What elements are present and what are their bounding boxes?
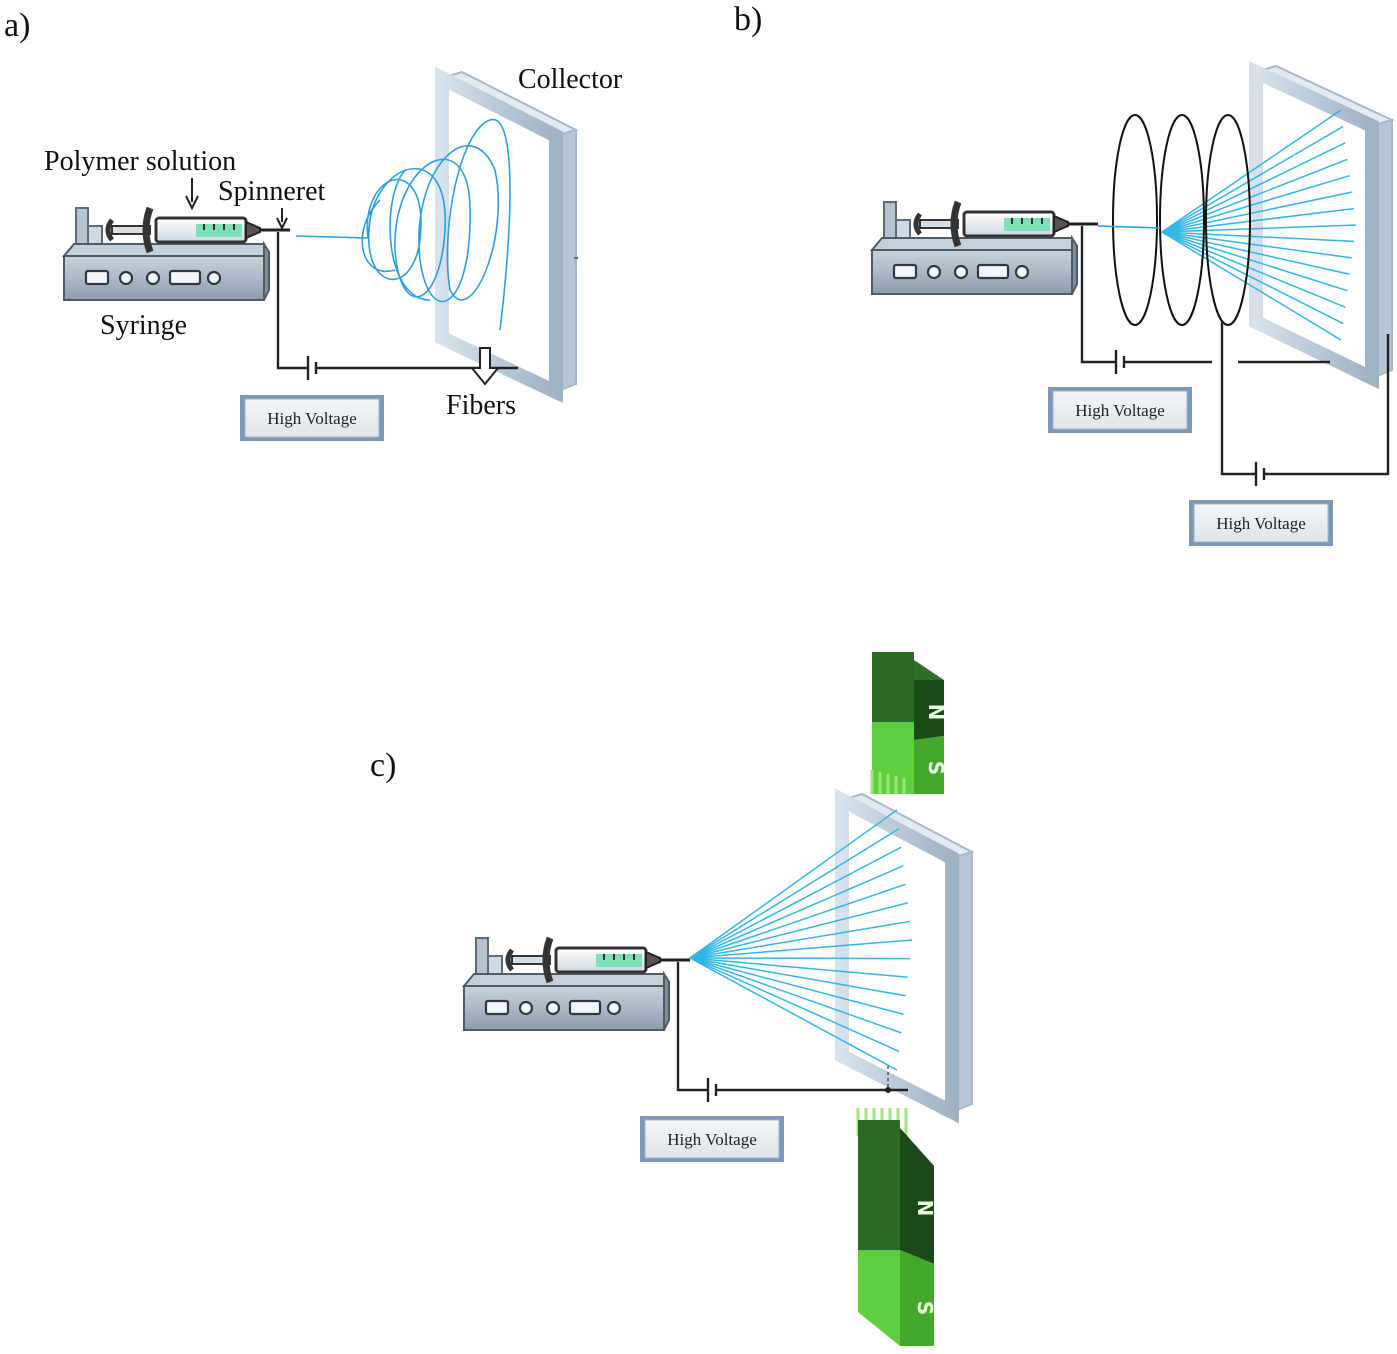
panel-c: c) N S xyxy=(370,652,975,1346)
circuit-wire xyxy=(676,962,908,1102)
magnet-icon: N S xyxy=(870,652,948,794)
hv-box: High Voltage xyxy=(1047,386,1193,434)
fiber-line xyxy=(1161,142,1346,233)
panel-a-label: a) xyxy=(4,7,30,44)
hv-box: High Voltage xyxy=(639,1115,785,1163)
fiber-line xyxy=(1161,224,1357,233)
hv-box: High Voltage xyxy=(1188,499,1334,547)
hv-label: High Voltage xyxy=(267,409,357,428)
fiber-line xyxy=(689,865,904,959)
fiber-line xyxy=(689,827,900,959)
fiber-line xyxy=(1161,231,1348,292)
magnet-top-north-label: N xyxy=(924,704,948,721)
magnet-bottom-south-label: S xyxy=(913,1301,937,1315)
fiber-line xyxy=(1161,231,1350,276)
fiber-coil xyxy=(295,119,511,331)
down-arrow-icon xyxy=(185,178,199,211)
syringe-label: Syringe xyxy=(100,310,187,341)
fiber-line xyxy=(689,920,910,959)
fiber-line xyxy=(689,846,902,959)
fiber-line xyxy=(1161,174,1350,233)
fiber-line xyxy=(689,957,910,960)
fibers-label: Fibers xyxy=(446,390,516,421)
hv-label-2: High Voltage xyxy=(1216,514,1306,533)
fiber-line xyxy=(1161,191,1352,233)
collector-plate-icon xyxy=(435,66,579,404)
magnet-top-south-label: S xyxy=(924,761,948,775)
fiber-line xyxy=(1161,109,1342,233)
fiber-line xyxy=(1161,125,1344,233)
fiber-line xyxy=(689,939,913,959)
syringe-pump-icon xyxy=(64,208,290,300)
panel-b: b) xyxy=(734,1,1395,547)
panel-b-label: b) xyxy=(734,1,762,38)
fiber-line xyxy=(689,957,904,1016)
fiber-line xyxy=(1161,231,1342,341)
fiber-line xyxy=(689,957,898,1071)
collector-plate-icon xyxy=(1249,61,1395,390)
fiber-line xyxy=(689,902,908,959)
fiber-line xyxy=(1161,158,1348,233)
panel-c-label: c) xyxy=(370,747,396,784)
down-arrow-icon xyxy=(469,347,501,386)
syringe-pump-icon xyxy=(872,202,1098,294)
focusing-rings xyxy=(1112,114,1251,326)
fiber-fan xyxy=(1161,109,1357,341)
fiber-line xyxy=(1161,207,1354,233)
fiber-line xyxy=(689,883,906,959)
fiber-line xyxy=(689,957,900,1053)
syringe-pump-icon xyxy=(464,938,690,1030)
fiber-line xyxy=(689,957,908,978)
hv-box: High Voltage xyxy=(239,394,385,442)
fiber-fan xyxy=(689,809,913,1071)
circuit-wire xyxy=(1080,226,1390,486)
collector-plate-icon xyxy=(835,788,975,1124)
fiber-line xyxy=(689,957,906,997)
hv-label-1: High Voltage xyxy=(1075,401,1165,420)
spinneret-label: Spinneret xyxy=(218,176,326,207)
fiber-line xyxy=(1161,231,1346,308)
down-arrow-icon xyxy=(276,208,288,231)
magnet-icon: N S xyxy=(856,1108,937,1346)
fiber-line xyxy=(1161,231,1352,259)
fiber-line xyxy=(1161,231,1344,325)
fiber-line xyxy=(689,809,898,959)
fiber-line xyxy=(689,957,902,1034)
fiber-line xyxy=(1161,231,1354,243)
magnet-bottom-north-label: N xyxy=(913,1200,937,1217)
hv-label: High Voltage xyxy=(667,1130,757,1149)
collector-label: Collector xyxy=(518,64,623,95)
panel-a: a) xyxy=(4,7,623,442)
polymer-solution-label: Polymer solution xyxy=(44,146,236,177)
